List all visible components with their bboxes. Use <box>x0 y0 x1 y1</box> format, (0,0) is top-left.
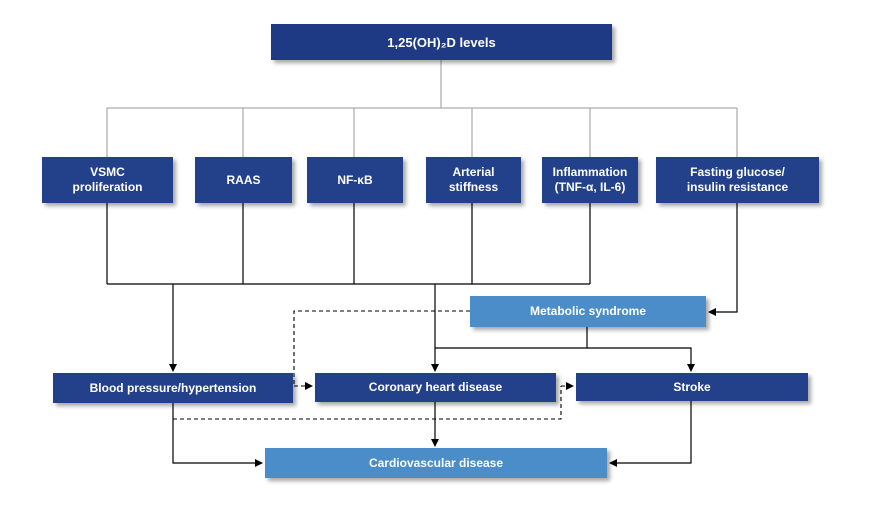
node-vitamin-d-levels: 1,25(OH)₂D levels <box>271 24 612 60</box>
node-arterial-line1: Arterial <box>452 165 495 179</box>
node-vsmc-line2: proliferation <box>72 180 143 194</box>
top-distribution-lines <box>106 60 738 157</box>
node-vsmc-line1: VSMC <box>90 165 125 179</box>
node-arterial-line2: stiffness <box>448 180 499 194</box>
node-nf-kb-label: NF-κB <box>337 172 373 187</box>
node-glucose-line2: insulin resistance <box>686 180 789 194</box>
node-coronary-heart-disease: Coronary heart disease <box>315 373 556 402</box>
node-arterial-stiffness: Arterial stiffness <box>426 157 521 203</box>
node-metabolic-label: Metabolic syndrome <box>529 304 647 318</box>
node-vitamin-d-levels-label: 1,25(OH)₂D levels <box>387 34 496 50</box>
node-cardiovascular-disease: Cardiovascular disease <box>265 448 607 478</box>
node-inflammation-line1: Inflammation <box>552 165 628 179</box>
node-chd-label: Coronary heart disease <box>368 380 503 394</box>
arrow-glucose-to-metabolic <box>708 203 738 316</box>
node-nf-kb: NF-κB <box>307 157 403 203</box>
arrow-stroke-to-cvd <box>609 401 692 467</box>
dashed-metabolic-to-bp <box>293 310 470 386</box>
node-stroke-label: Stroke <box>673 379 711 394</box>
node-blood-pressure: Blood pressure/hypertension <box>53 373 293 403</box>
node-raas-label: RAAS <box>226 172 261 187</box>
node-fasting-glucose: Fasting glucose/ insulin resistance <box>656 157 819 203</box>
arrow-bp-to-cvd <box>172 403 263 467</box>
node-inflammation: Inflammation (TNF-α, IL-6) <box>542 157 638 203</box>
node-raas: RAAS <box>195 157 292 203</box>
node-inflammation-line2: (TNF-α, IL-6) <box>554 180 626 194</box>
arrow-lines <box>169 203 738 467</box>
node-metabolic-syndrome: Metabolic syndrome <box>470 296 706 327</box>
node-vsmc-proliferation: VSMC proliferation <box>42 157 173 203</box>
dashed-lines <box>173 310 574 420</box>
mediator-lines <box>106 203 591 285</box>
node-stroke: Stroke <box>576 373 808 401</box>
arrow-to-stroke <box>587 347 695 372</box>
node-cvd-label: Cardiovascular disease <box>368 455 504 470</box>
node-glucose-line1: Fasting glucose/ <box>690 165 785 179</box>
dashed-bp-to-stroke <box>173 386 562 420</box>
metabolic-branch <box>435 327 588 349</box>
node-bp-label: Blood pressure/hypertension <box>89 380 257 395</box>
